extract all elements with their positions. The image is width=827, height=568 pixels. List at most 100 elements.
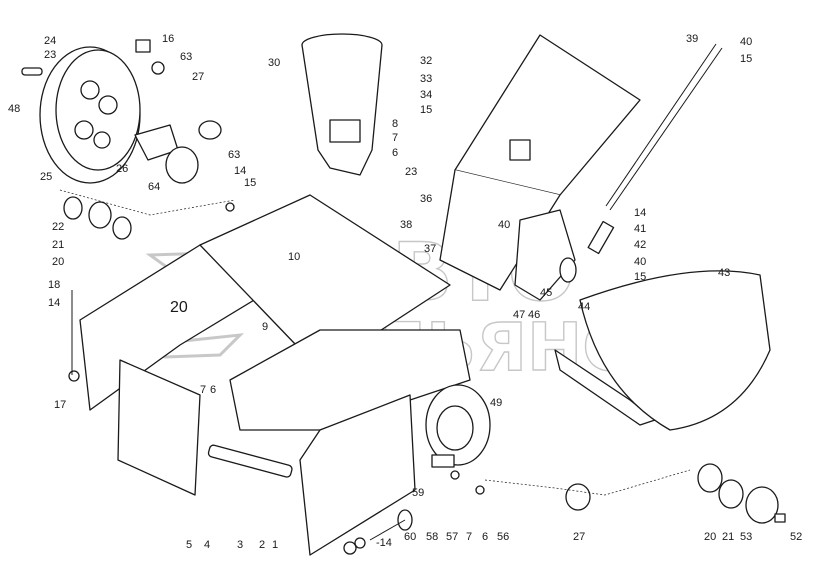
callout-22: 22 (52, 221, 64, 233)
callout-4: 4 (204, 539, 210, 551)
seal-ring-right (697, 463, 723, 493)
sprocket (559, 257, 577, 283)
callout-53: 53 (740, 531, 752, 543)
callout-14d: -14 (376, 537, 392, 549)
callout-24: 24 (44, 35, 56, 47)
callout-63a: 63 (180, 51, 192, 63)
callout-14b: 14 (634, 207, 646, 219)
inspection-plate (117, 359, 201, 496)
callout-15a: 15 (420, 104, 432, 116)
callout-52: 52 (790, 531, 802, 543)
deflector-shell (579, 270, 771, 431)
chute-top (454, 34, 641, 196)
callout-30: 30 (268, 57, 280, 69)
callout-10: 10 (288, 251, 300, 263)
gearbox (369, 384, 491, 541)
cover-ring (112, 216, 132, 240)
callout-23: 23 (44, 49, 56, 61)
hopper-body (301, 44, 383, 176)
bearing-stack (484, 463, 786, 524)
callout-7a: 7 (392, 132, 398, 144)
rod-line (609, 47, 723, 211)
hopper-clamp (329, 119, 361, 143)
callout-57: 57 (446, 531, 458, 543)
callout-27b: 27 (573, 531, 585, 543)
top-deck (199, 194, 451, 371)
pulley-hole (80, 80, 100, 100)
callout-44: 44 (578, 301, 590, 313)
washer (225, 202, 235, 212)
callout-18: 18 (48, 279, 60, 291)
callout-39: 39 (686, 33, 698, 45)
callout-58: 58 (426, 531, 438, 543)
callout-21a: 21 (52, 239, 64, 251)
callout-20a: 20 (52, 256, 64, 268)
callout-20b: 20 (704, 531, 716, 543)
callout-16: 16 (162, 33, 174, 45)
callout-45: 45 (540, 287, 552, 299)
lower-arm (554, 349, 656, 426)
callout-34: 34 (420, 89, 432, 101)
bearing (88, 201, 112, 229)
callout-17: 17 (54, 399, 66, 411)
callout-49: 49 (490, 397, 502, 409)
callout-32: 32 (420, 55, 432, 67)
pulley-hole (98, 95, 118, 115)
gearbox-shaft (436, 405, 474, 451)
callout-37: 37 (424, 243, 436, 255)
callout-40c: 40 (498, 219, 510, 231)
pulley-assembly (21, 39, 236, 240)
callout-33: 33 (420, 73, 432, 85)
hopper-funnel (301, 33, 383, 176)
callout-15c: 15 (244, 177, 256, 189)
chute-window (509, 139, 531, 161)
callout-14c: 14 (48, 297, 60, 309)
callout-41: 41 (634, 223, 646, 235)
pulley-hole (93, 131, 111, 149)
bushing (198, 120, 222, 140)
callout-7b: 7 (200, 384, 206, 396)
tensioner (587, 220, 615, 255)
callout-48: 48 (8, 103, 20, 115)
callout-25: 25 (40, 171, 52, 183)
pulley-rim (55, 49, 141, 171)
callout-42: 42 (634, 239, 646, 251)
pulley-key (21, 67, 43, 76)
bearing-right (718, 479, 744, 509)
gearbox-mount (431, 454, 455, 468)
callout-38: 38 (400, 219, 412, 231)
washer (354, 537, 366, 549)
front-housing (229, 329, 471, 431)
callout-43: 43 (718, 267, 730, 279)
pulley-bolt (135, 39, 151, 53)
front-wall (299, 394, 416, 556)
callout-6a: 6 (392, 147, 398, 159)
callout-14a: 14 (234, 165, 246, 177)
callout-1: 1 (272, 539, 278, 551)
callout-8: 8 (392, 118, 398, 130)
callout-2: 2 (259, 539, 265, 551)
callout-46: 46 (528, 309, 540, 321)
washer (450, 470, 460, 480)
control-rod (605, 43, 723, 211)
callout-5: 5 (186, 539, 192, 551)
hub-ring (165, 146, 199, 184)
callout-59: 59 (412, 487, 424, 499)
callout-40a: 40 (740, 36, 752, 48)
callout-9: 9 (262, 321, 268, 333)
washer (475, 485, 485, 495)
sprocket-guard (514, 209, 576, 301)
callout-60: 60 (404, 531, 416, 543)
callout-7c: 7 (466, 531, 472, 543)
callout-6b: 6 (210, 384, 216, 396)
fasteners (68, 202, 485, 555)
sprocket-group (514, 209, 656, 426)
bottom-rail (207, 444, 293, 478)
callout-3: 3 (237, 539, 243, 551)
callout-15b: 15 (740, 53, 752, 65)
callout-26: 26 (116, 163, 128, 175)
pulley-hole (74, 120, 94, 140)
